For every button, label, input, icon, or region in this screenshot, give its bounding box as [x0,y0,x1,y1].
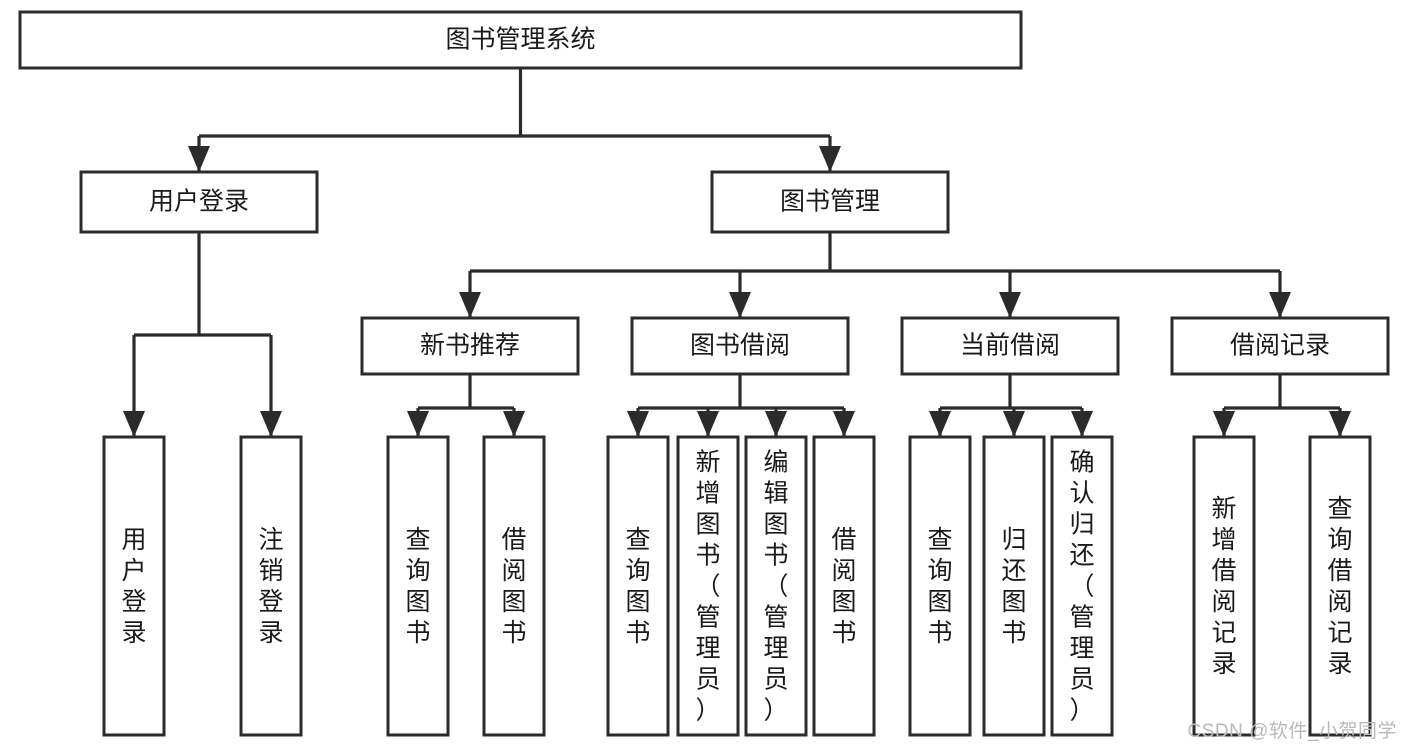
node-box-borrow-add-book [676,435,740,737]
node-recommend-query-book[interactable]: 查询图书 [386,435,450,737]
arrow-head-icon-current-borrow [999,292,1021,318]
arrow-head-icon-user-login-do [123,411,145,437]
node-box-borrow-borrow-book [812,435,876,737]
node-label-recommend-query-book: 查询图书 [405,526,430,647]
node-label-recommend-borrow-book: 借阅图书 [501,526,526,647]
node-box-book-borrow [630,316,850,376]
node-box-current-return-book [982,435,1046,737]
node-label-user-login-do: 用户登录 [121,526,146,647]
node-box-record-query [1308,435,1372,737]
node-label-new-book-recommend: 新书推荐 [420,332,520,360]
node-label-current-query-book: 查询图书 [927,526,952,647]
node-box-user-login-do [102,435,166,737]
node-record-add[interactable]: 新增借阅记录 [1192,435,1256,737]
node-label-book-manage: 图书管理 [780,188,880,216]
node-label-borrow-add-book: 新增图书（管理员） [695,449,720,725]
node-current-return-book[interactable]: 归还图书 [982,435,1046,737]
arrow-head-icon-record-query [1329,411,1351,437]
node-box-root [18,10,1023,70]
node-user-login[interactable]: 用户登录 [79,170,319,234]
node-label-record-add: 新增借阅记录 [1211,495,1236,678]
node-label-current-borrow: 当前借阅 [960,332,1060,360]
node-box-current-query-book [908,435,972,737]
node-borrow-borrow-book[interactable]: 借阅图书 [812,435,876,737]
node-layer: 图书管理系统用户登录用户登录注销登录图书管理新书推荐查询图书借阅图书图书借阅查询… [18,10,1390,737]
node-borrow-edit-book[interactable]: 编辑图书（管理员） [744,435,808,737]
node-user-login-do[interactable]: 用户登录 [102,435,166,737]
node-label-borrow-edit-book: 编辑图书（管理员） [763,449,788,725]
arrow-head-icon-borrow-edit-book [765,411,787,437]
node-book-borrow[interactable]: 图书借阅 [630,316,850,376]
node-record-query[interactable]: 查询借阅记录 [1308,435,1372,737]
node-current-query-book[interactable]: 查询图书 [908,435,972,737]
node-label-record-query: 查询借阅记录 [1327,495,1352,678]
node-box-current-borrow [900,316,1120,376]
arrow-head-icon-borrow-add-book [697,411,719,437]
node-label-book-borrow: 图书借阅 [690,332,790,360]
node-root[interactable]: 图书管理系统 [18,10,1023,70]
node-current-confirm-return[interactable]: 确认归还（管理员） [1050,435,1114,737]
arrow-head-icon-recommend-borrow-book [503,411,525,437]
node-label-root: 图书管理系统 [445,26,595,54]
arrow-head-icon-book-manage [819,146,841,172]
arrow-head-icon-recommend-query-book [407,411,429,437]
node-box-borrow-edit-book [744,435,808,737]
node-box-user-login [79,170,319,234]
node-box-recommend-query-book [386,435,450,737]
node-recommend-borrow-book[interactable]: 借阅图书 [482,435,546,737]
node-label-borrow-borrow-book: 借阅图书 [831,526,856,647]
node-box-new-book-recommend [360,316,580,376]
arrow-head-icon-current-confirm-return [1071,411,1093,437]
arrow-head-icon-current-query-book [929,411,951,437]
node-current-borrow[interactable]: 当前借阅 [900,316,1120,376]
node-book-manage[interactable]: 图书管理 [710,170,950,234]
node-box-user-logout [239,435,303,737]
arrow-head-icon-borrow-borrow-book [833,411,855,437]
arrow-head-icon-user-logout [260,411,282,437]
arrow-head-icon-record-add [1213,411,1235,437]
arrow-head-icon-borrow-record [1269,292,1291,318]
node-label-borrow-record: 借阅记录 [1230,332,1330,360]
node-label-borrow-query-book: 查询图书 [625,526,650,647]
node-label-user-logout: 注销登录 [258,526,283,647]
node-label-user-login: 用户登录 [149,188,249,216]
node-user-logout[interactable]: 注销登录 [239,435,303,737]
node-box-borrow-query-book [606,435,670,737]
arrow-head-icon-new-book-recommend [459,292,481,318]
arrow-head-icon-user-login [188,146,210,172]
node-box-record-add [1192,435,1256,737]
node-box-book-manage [710,170,950,234]
node-borrow-query-book[interactable]: 查询图书 [606,435,670,737]
node-box-recommend-borrow-book [482,435,546,737]
connector-layer [123,68,1351,437]
node-borrow-add-book[interactable]: 新增图书（管理员） [676,435,740,737]
node-label-current-confirm-return: 确认归还（管理员） [1069,449,1094,725]
arrow-head-icon-borrow-query-book [627,411,649,437]
node-new-book-recommend[interactable]: 新书推荐 [360,316,580,376]
arrow-head-icon-current-return-book [1003,411,1025,437]
node-label-current-return-book: 归还图书 [1001,526,1026,647]
node-borrow-record[interactable]: 借阅记录 [1170,316,1390,376]
arrow-head-icon-book-borrow [729,292,751,318]
node-box-current-confirm-return [1050,435,1114,737]
node-box-borrow-record [1170,316,1390,376]
